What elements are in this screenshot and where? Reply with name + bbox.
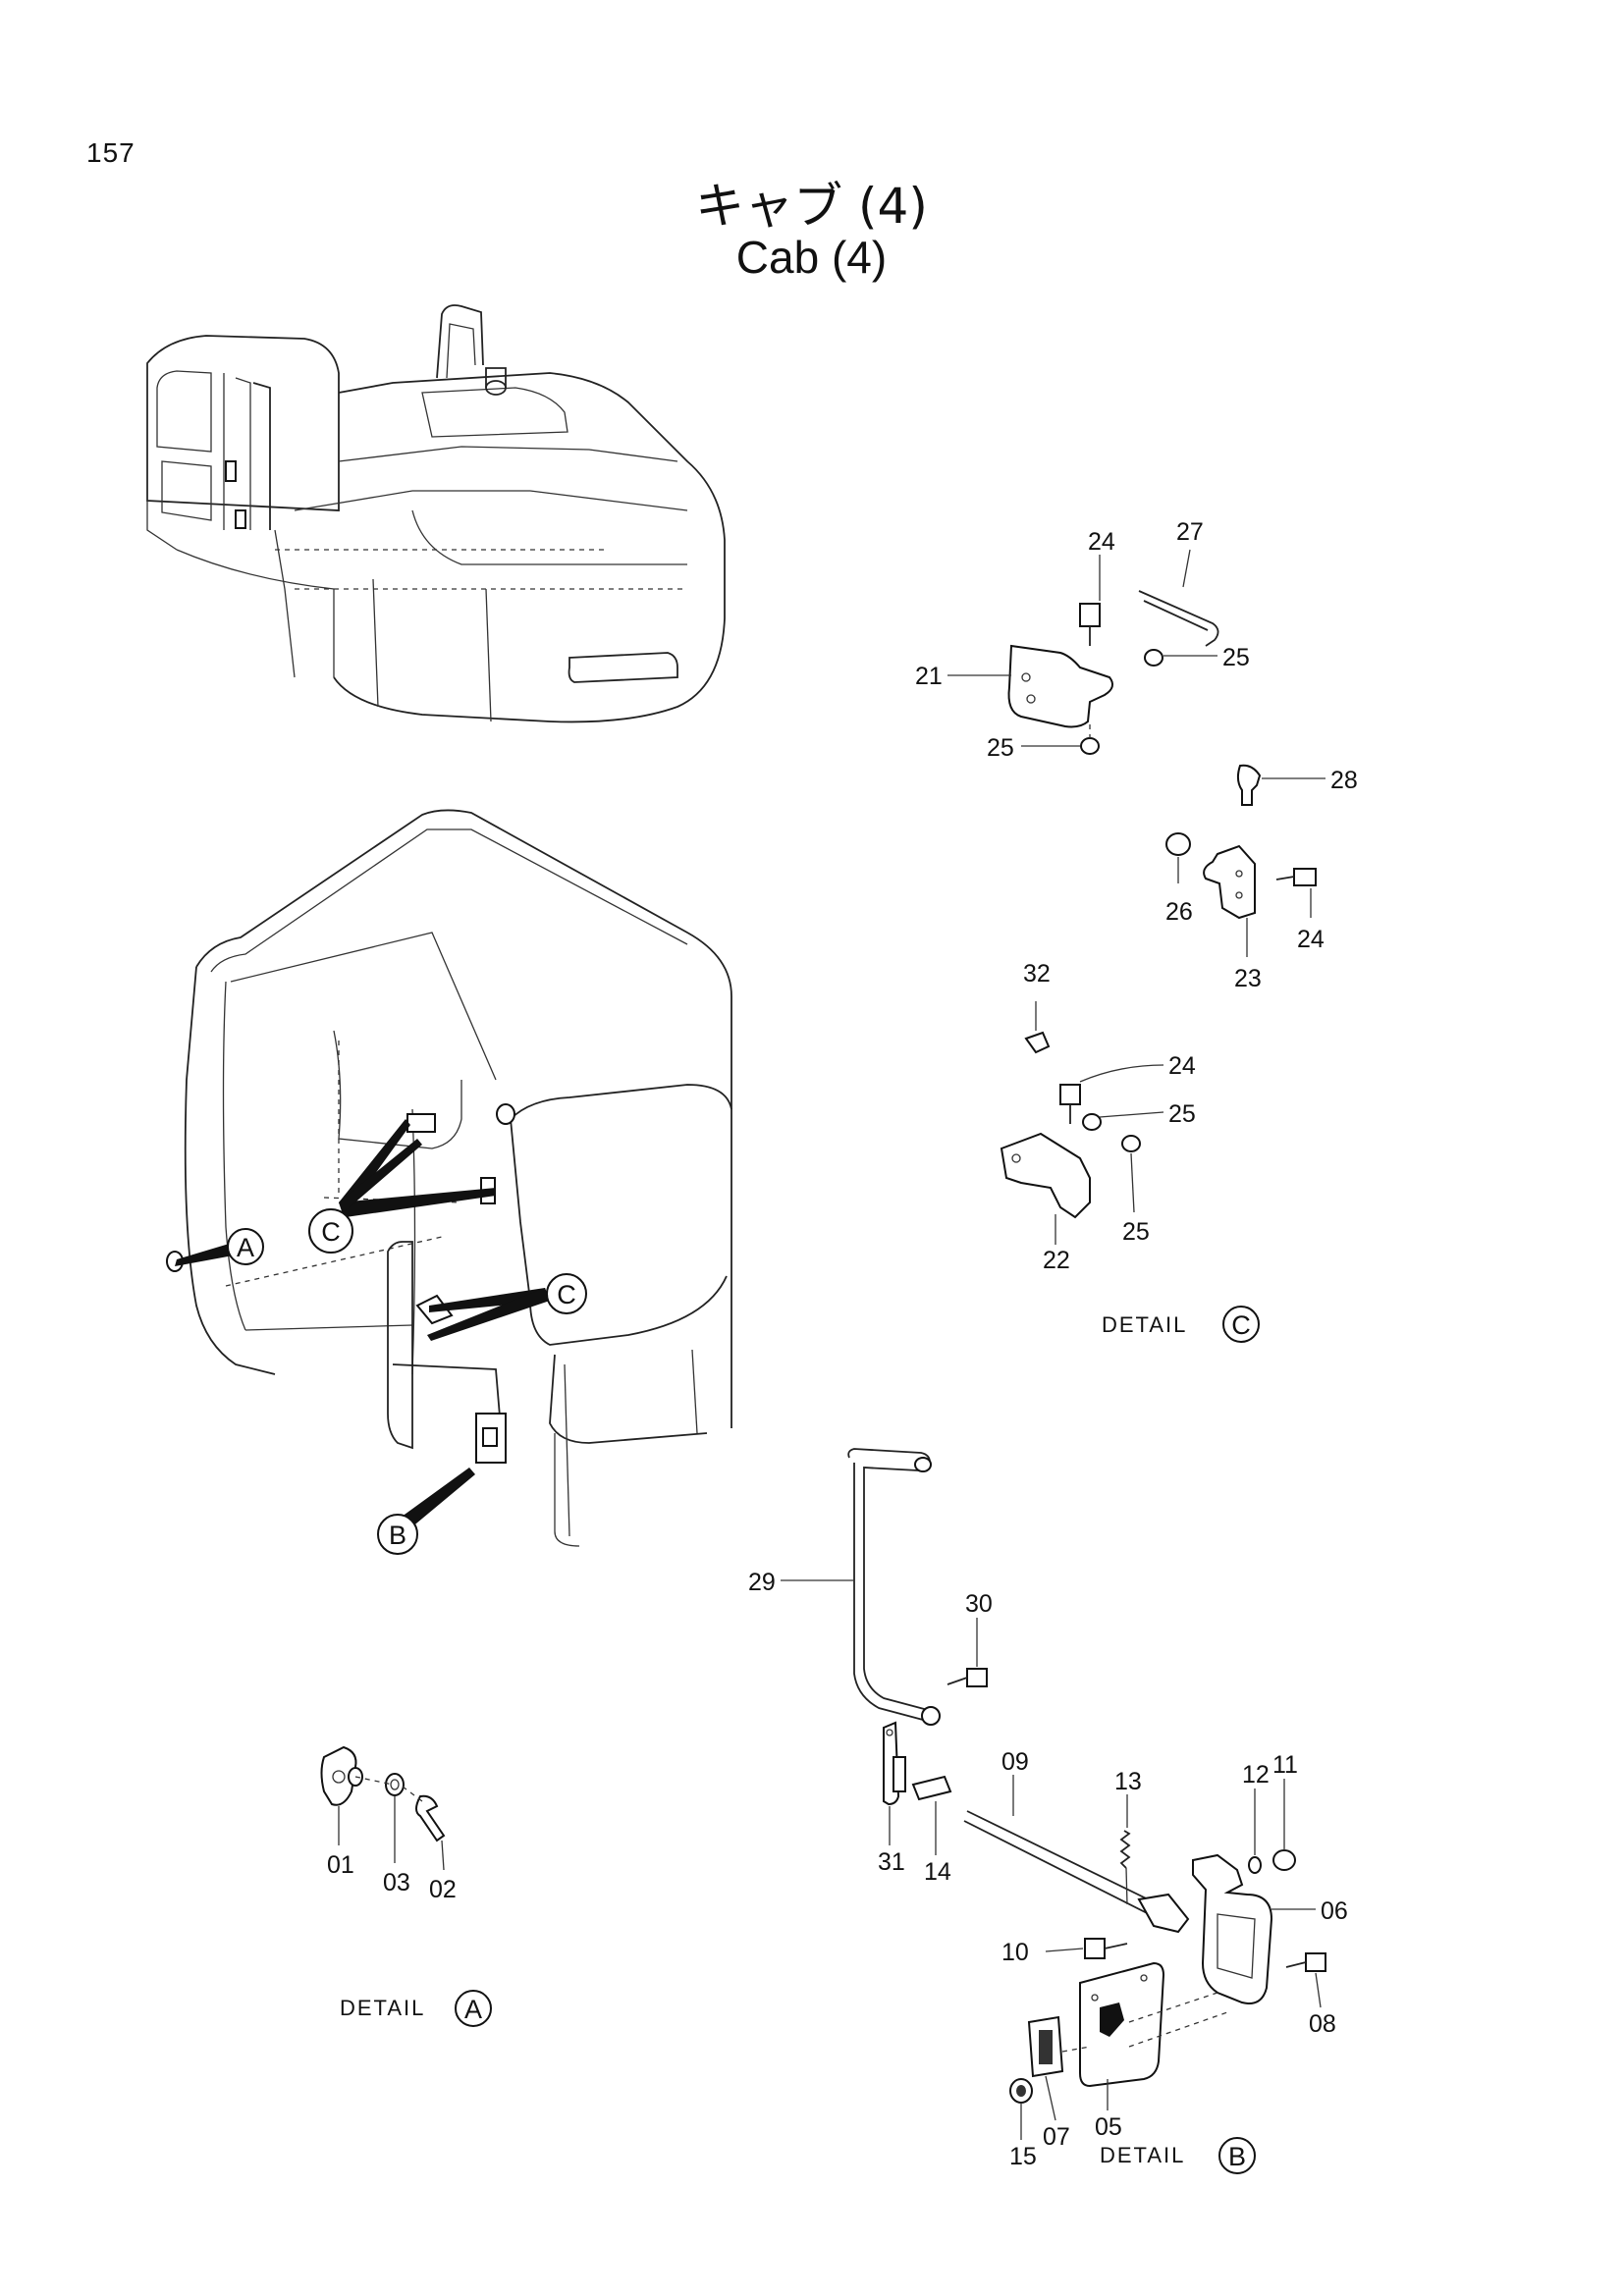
title-japanese: キャブ (4)	[695, 178, 928, 235]
detail-b-caption: DETAIL B	[1100, 2137, 1256, 2174]
detail-c-letter: C	[1231, 1310, 1251, 1340]
part-label-15: 15	[1009, 2143, 1037, 2170]
callout-leaders	[175, 1119, 550, 1533]
part-label-12: 12	[1242, 1761, 1270, 1789]
part-label-25: 25	[1168, 1100, 1196, 1128]
detail-a-caption: DETAIL A	[340, 1990, 492, 2027]
part-label-25: 25	[1222, 644, 1250, 671]
part-label-32: 32	[1023, 960, 1051, 988]
callout-b-letter: B	[389, 1521, 406, 1550]
part-label-01: 01	[327, 1851, 354, 1879]
part-label-02: 02	[429, 1876, 457, 1903]
detail-c-labels: 24 27 21 25 25 28 26 24 23 32 24 25 25 2…	[915, 518, 1358, 1274]
detail-b-labels: 29 30 09 13 12 11 31 14 06 10 08 05 07 1…	[748, 1569, 1348, 2170]
detail-c-parts	[1000, 590, 1317, 1219]
part-label-25: 25	[1122, 1218, 1150, 1246]
part-label-09: 09	[1001, 1748, 1029, 1776]
part-label-07: 07	[1043, 2123, 1070, 2151]
part-label-11: 11	[1272, 1751, 1298, 1779]
part-label-06: 06	[1321, 1897, 1348, 1925]
detail-c-word: DETAIL	[1102, 1312, 1187, 1337]
callout-a-letter: A	[237, 1233, 254, 1262]
part-label-28: 28	[1330, 767, 1358, 794]
part-label-24: 24	[1168, 1052, 1196, 1080]
detail-b-word: DETAIL	[1100, 2143, 1185, 2167]
part-label-22: 22	[1043, 1247, 1070, 1274]
part-label-10: 10	[1001, 1939, 1029, 1966]
callout-c-lower: C	[546, 1273, 587, 1314]
page-number: 157	[86, 137, 135, 168]
detail-a-leaders	[338, 1796, 445, 1871]
part-label-30: 30	[965, 1590, 993, 1618]
detail-b-letter: B	[1228, 2142, 1246, 2171]
cab-body-drawing	[166, 809, 732, 1547]
part-label-24: 24	[1297, 926, 1325, 953]
callout-c-upper-letter: C	[321, 1217, 341, 1247]
callout-b: B	[377, 1514, 418, 1555]
part-label-14: 14	[924, 1858, 951, 1886]
callout-a: A	[227, 1228, 264, 1265]
detail-c-caption: DETAIL C	[1102, 1306, 1260, 1343]
part-label-27: 27	[1176, 518, 1204, 546]
part-label-21: 21	[915, 663, 943, 690]
callout-c-lower-letter: C	[557, 1280, 576, 1309]
detail-b-leaders	[781, 1579, 1322, 2140]
part-label-29: 29	[748, 1569, 776, 1596]
part-label-08: 08	[1309, 2010, 1336, 2038]
excavator-overview-drawing	[146, 304, 726, 723]
detail-a-labels: 01 03 02	[327, 1851, 457, 1903]
detail-c-leaders	[947, 549, 1325, 1245]
callout-c-upper: C	[308, 1208, 353, 1254]
part-label-25: 25	[987, 734, 1014, 762]
part-label-05: 05	[1095, 2113, 1122, 2141]
detail-b-parts	[847, 1448, 1326, 2104]
detail-a-parts	[320, 1745, 446, 1842]
part-label-24: 24	[1088, 528, 1115, 556]
detail-a-word: DETAIL	[340, 1996, 425, 2020]
detail-a-letter: A	[464, 1995, 482, 2024]
part-label-23: 23	[1234, 965, 1262, 992]
part-label-31: 31	[878, 1848, 905, 1876]
part-label-26: 26	[1165, 898, 1193, 926]
part-label-13: 13	[1114, 1768, 1142, 1795]
part-label-03: 03	[383, 1869, 410, 1896]
title-english: Cab (4)	[735, 232, 888, 283]
